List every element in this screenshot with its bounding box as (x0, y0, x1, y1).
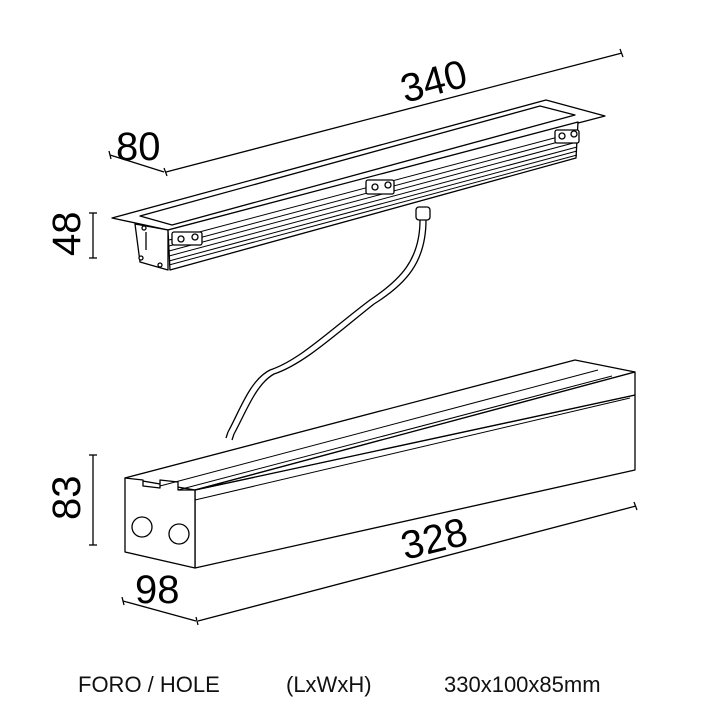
housing-end-face (124, 477, 196, 569)
cable-entry-hole (131, 516, 153, 538)
caption-format: (LxWxH) (286, 672, 372, 697)
dim-label-83: 83 (45, 476, 89, 521)
dim-label-98: 98 (135, 568, 180, 612)
dim-label-80: 80 (116, 125, 161, 169)
dim-label-340: 340 (396, 52, 472, 112)
mounting-clips (138, 129, 580, 268)
cable-gland (415, 206, 431, 221)
cable-entry-hole (168, 523, 190, 545)
dim-label-48: 48 (45, 212, 89, 257)
light-fixture (111, 99, 606, 271)
dim-line-80 (109, 154, 165, 173)
caption-value: 330x100x85mm (444, 672, 601, 697)
fixture-end-cap (134, 223, 169, 271)
dim-line-340 (165, 52, 623, 173)
dim-line-98 (122, 600, 197, 622)
fixture-lens (139, 105, 576, 226)
recessed-housing (124, 359, 636, 569)
dim-line-328 (197, 505, 637, 622)
dimension-lines (89, 48, 638, 626)
caption-label: FORO / HOLE (78, 672, 220, 697)
power-cable (225, 206, 431, 441)
